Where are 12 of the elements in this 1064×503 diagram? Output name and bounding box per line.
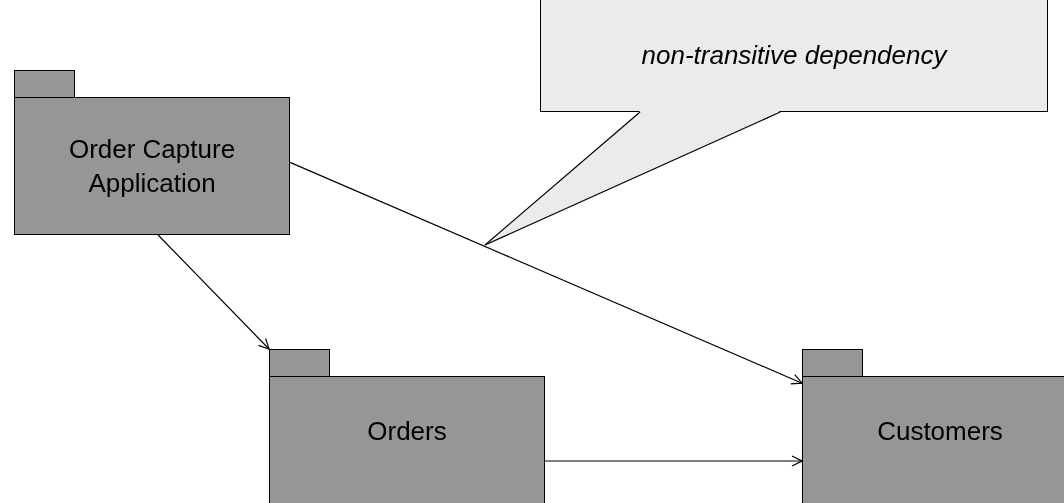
package-label: Customers [877, 415, 1003, 448]
arrow [544, 455, 803, 467]
package-label: Order Capture Application [67, 133, 237, 200]
arrow [157, 234, 270, 350]
package-shape [802, 349, 1064, 503]
note-text: non-transitive dependency [641, 40, 947, 71]
package-label: Orders [367, 415, 447, 448]
note-callout [540, 0, 1048, 112]
package-shape [269, 349, 545, 503]
package-shape [14, 70, 290, 235]
arrow [289, 161, 803, 385]
leader-line [484, 111, 641, 246]
